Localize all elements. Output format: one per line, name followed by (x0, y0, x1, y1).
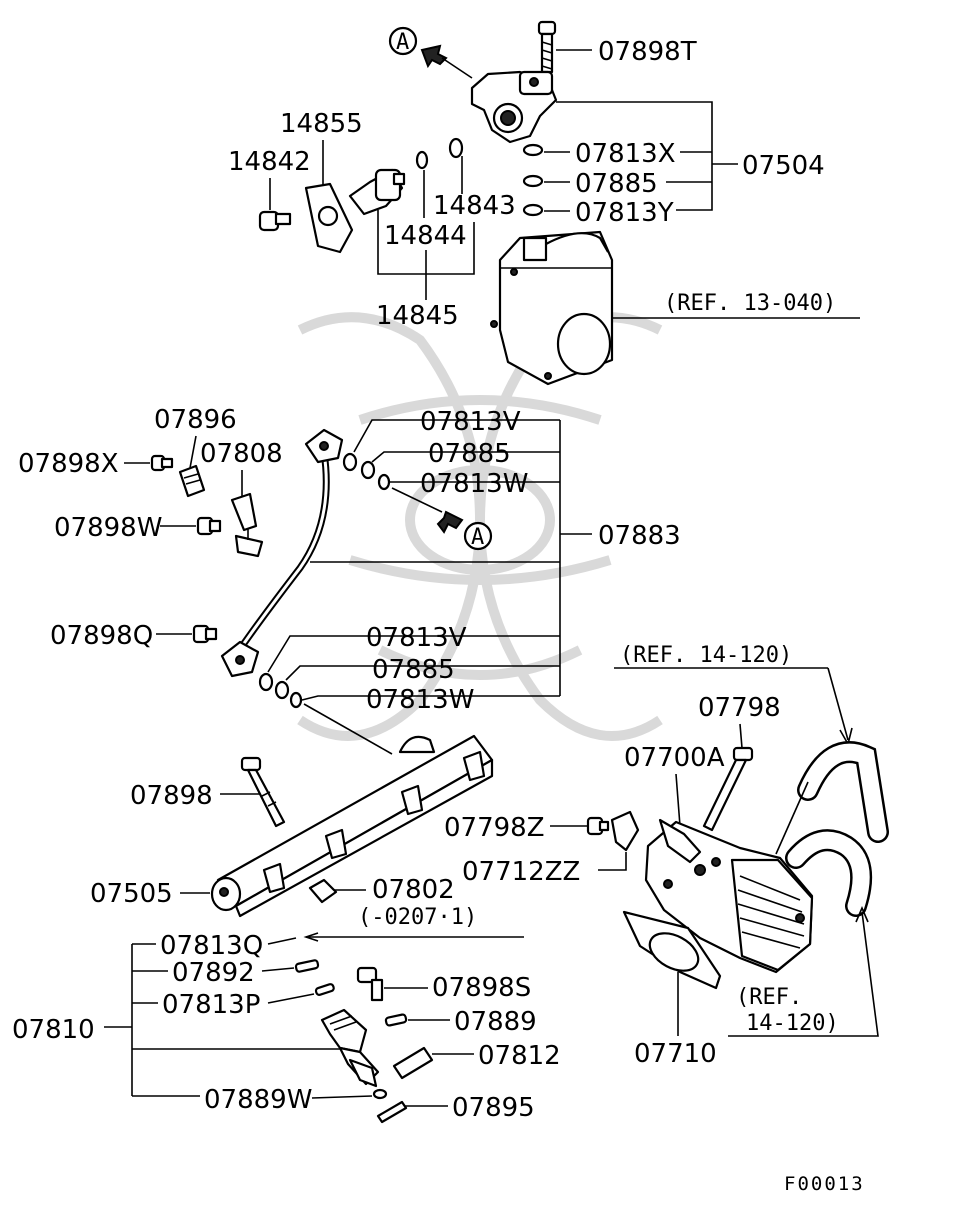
small-screw-icon (192, 624, 218, 644)
o-ring-icon (258, 672, 274, 692)
fuel-pipe-icon (220, 428, 344, 678)
arrow-icon (436, 510, 464, 534)
insulator-icon (308, 878, 338, 904)
label-07892: 07892 (172, 958, 255, 988)
o-ring-icon (448, 137, 464, 159)
o-ring-icon (289, 691, 303, 709)
label-07808: 07808 (200, 439, 283, 469)
hose-bottom-icon (785, 829, 873, 917)
spring-icon (384, 1013, 408, 1027)
o-ring-icon (522, 143, 544, 157)
svg-text:A: A (396, 30, 409, 55)
label-07883: 07883 (598, 521, 681, 551)
small-screw-icon (196, 516, 222, 536)
fuel-injector-icon (320, 1008, 380, 1088)
o-ring-icon (415, 150, 429, 170)
fuel-pump-body-icon (490, 230, 614, 386)
pressure-regulator-icon (470, 70, 558, 144)
o-ring-icon (377, 473, 391, 491)
label-07885-bottom: 07885 (372, 655, 455, 685)
fuel-rail-icon (210, 734, 494, 918)
label-07813v-top: 07813V (420, 407, 521, 437)
o-ring-icon (360, 460, 376, 480)
label-07798z: 07798Z (444, 813, 545, 843)
label-07712zz: 07712ZZ (462, 857, 580, 887)
label-07889: 07889 (454, 1007, 537, 1037)
label-07802: 07802 (372, 875, 455, 905)
label-07505: 07505 (90, 879, 173, 909)
small-screw-icon (150, 454, 174, 472)
bolt-07898s-icon (356, 966, 384, 1002)
label-07898w: 07898W (54, 513, 162, 543)
spring-icon (376, 1100, 408, 1124)
long-bolt-icon (240, 756, 286, 828)
cap-icon (294, 959, 320, 973)
sensor-bracket-icon (610, 810, 640, 852)
label-07798: 07798 (698, 693, 781, 723)
sleeve-icon (392, 1046, 434, 1080)
arrow-icon (420, 44, 448, 69)
ref-14-120-bottom-line1: (REF. (736, 985, 802, 1010)
throttle-body-icon (644, 781, 814, 974)
o-ring-icon (522, 203, 544, 217)
label-07896: 07896 (154, 405, 237, 435)
label-14842: 14842 (228, 147, 311, 177)
pressure-sensor-icon (348, 168, 406, 216)
long-bolt-icon (702, 746, 754, 832)
label-07895: 07895 (452, 1093, 535, 1123)
figure-code: F00013 (784, 1173, 865, 1195)
note-0207-1: (-0207·1) (358, 905, 477, 930)
label-07885-mid: 07885 (428, 439, 511, 469)
o-ring-icon (372, 1088, 388, 1100)
bolt-07898t-icon (537, 20, 557, 74)
ref-13-040: (REF. 13-040) (664, 291, 836, 316)
label-07813w-bottom: 07813W (366, 685, 474, 715)
label-14845: 14845 (376, 301, 459, 331)
label-07813w-top: 07813W (420, 469, 528, 499)
gasket-07710-icon (622, 910, 722, 990)
small-bolt-icon (258, 210, 292, 232)
label-07898: 07898 (130, 781, 213, 811)
clip-07896-icon (178, 464, 206, 498)
marker-a-mid: A (463, 521, 493, 551)
gasket-plate-icon (304, 182, 354, 254)
label-07812: 07812 (478, 1041, 561, 1071)
o-ring-icon (314, 983, 335, 996)
label-07813v-bottom: 07813V (366, 623, 467, 653)
ref-14-120-bottom-line2: 14-120) (746, 1011, 839, 1036)
svg-text:A: A (471, 525, 484, 550)
label-07898x: 07898X (18, 449, 119, 479)
label-07889w: 07889W (204, 1085, 312, 1115)
label-07504: 07504 (742, 151, 825, 181)
hose-top-icon (797, 741, 889, 843)
label-07710: 07710 (634, 1039, 717, 1069)
o-ring-icon (342, 452, 358, 472)
label-07813p: 07813P (162, 990, 260, 1020)
bracket-07808-icon (230, 492, 264, 558)
marker-a-top: A (388, 26, 418, 56)
label-07813q: 07813Q (160, 931, 263, 961)
label-14843: 14843 (433, 191, 516, 221)
label-07810: 07810 (12, 1015, 95, 1045)
o-ring-icon (274, 680, 290, 700)
o-ring-icon (522, 174, 544, 188)
small-screw-icon (586, 816, 610, 836)
label-07700a: 07700A (624, 743, 725, 773)
label-07813y: 07813Y (575, 198, 674, 228)
label-14855: 14855 (280, 109, 363, 139)
label-07885-top: 07885 (575, 169, 658, 199)
ref-14-120-top: (REF. 14-120) (620, 643, 792, 668)
label-07813x: 07813X (575, 139, 676, 169)
label-14844: 14844 (384, 221, 467, 251)
label-07898q: 07898Q (50, 621, 153, 651)
label-07898s: 07898S (432, 973, 531, 1003)
label-07898t: 07898T (598, 37, 697, 67)
